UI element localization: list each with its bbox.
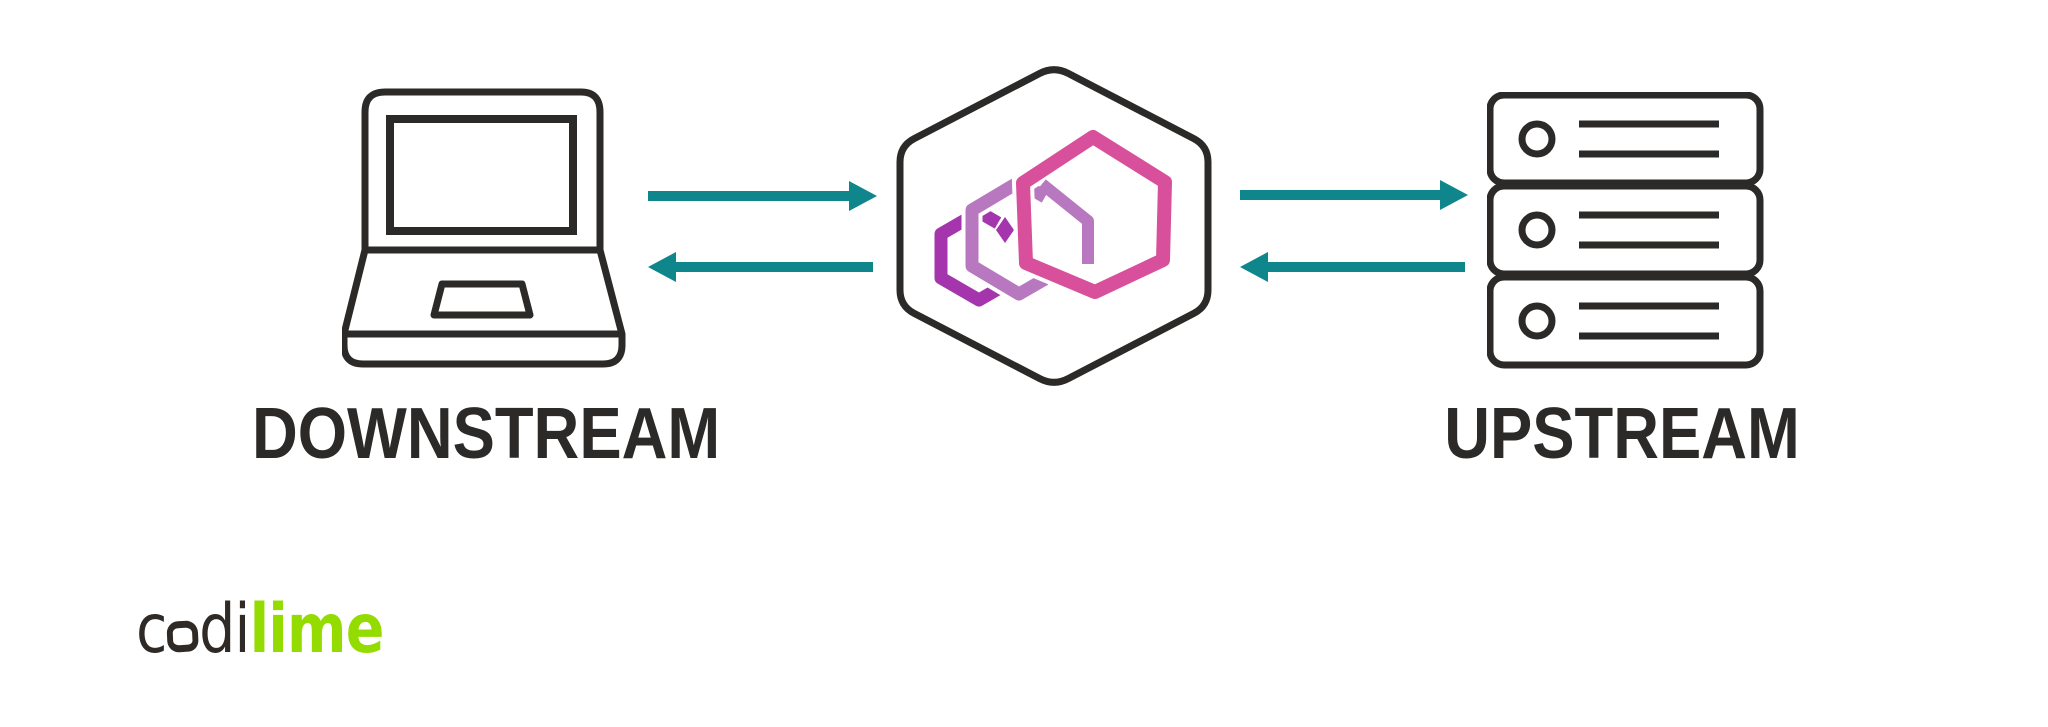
codilime-logo-di: di xyxy=(199,590,250,669)
pink-cube xyxy=(1016,130,1172,299)
envoy-proxy-icon xyxy=(896,66,1212,386)
laptop-lid xyxy=(361,88,604,250)
upstream-label: UPSTREAM xyxy=(1444,394,1800,474)
arrow-proxy-to-upstream xyxy=(1240,180,1468,210)
laptop-base xyxy=(342,246,626,368)
laptop-touchpad xyxy=(430,280,534,319)
laptop-icon xyxy=(342,88,626,368)
server-stack-icon xyxy=(1487,92,1764,369)
codilime-logo-lime-part: lime xyxy=(249,590,385,669)
server-unit xyxy=(1487,273,1764,369)
downstream-label: DOWNSTREAM xyxy=(252,394,721,474)
cube-inner-edge xyxy=(1038,179,1094,264)
arrow-downstream-to-proxy xyxy=(648,181,877,211)
laptop-screen xyxy=(386,115,577,235)
codilime-logo-c: c xyxy=(136,590,167,669)
codilime-logo-o-glyph xyxy=(166,620,199,654)
arrow-upstream-to-proxy xyxy=(1240,252,1465,282)
diamond-accent xyxy=(996,217,1014,243)
arrow-proxy-to-downstream xyxy=(648,252,873,282)
